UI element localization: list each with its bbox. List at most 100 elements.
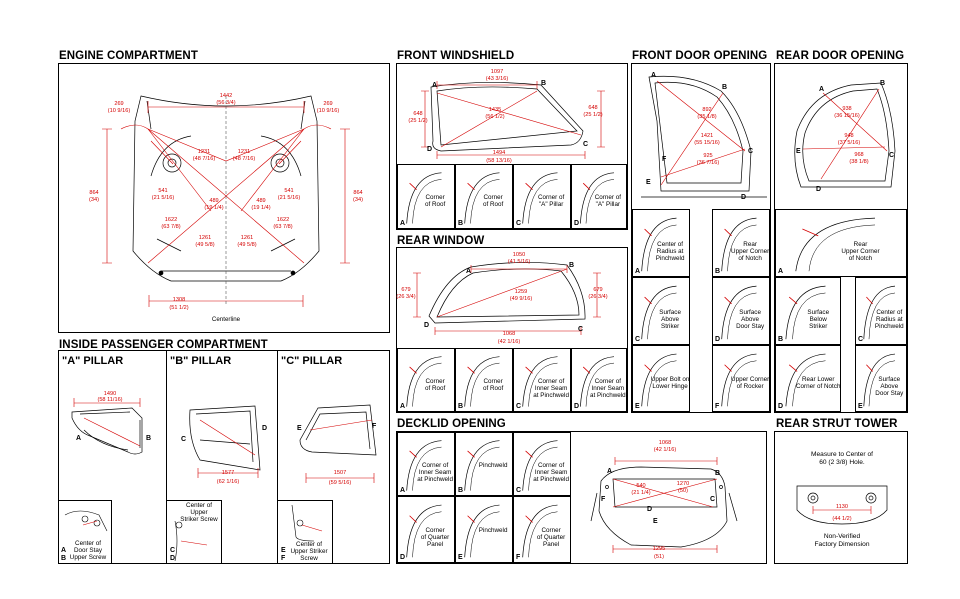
rear-window-point-a: A [466,268,471,275]
b-pillar-detail: Center of Upper Striker Screw C D [166,500,222,564]
engine-dim-left-inch: (34) [89,197,99,203]
front-door-detail-a-caption: Center of Radius at Pinchweld [655,240,685,262]
engine-dim-489r: 489 [256,198,265,204]
c-pillar-detail: Center of Upper Striker Screw E F [277,500,333,564]
windshield-point-a: A [432,82,437,89]
decklid-point-c: C [710,496,715,503]
front-door-point-a: A [651,72,656,79]
front-door-detail-a-drawing [641,217,677,272]
rear-window-point-b: B [569,262,574,269]
rear-window-detail-d-caption: Corner of Inner Seam at Pinchweld [589,377,626,399]
decklid-dim-top: 1068 [659,440,671,446]
engine-dim-1622r-inch: (63 7/8) [273,224,292,230]
windshield-detail-a-letter: A [400,220,406,227]
decklid-detail-c-drawing [522,440,558,491]
rear-door-detail-d-caption: Rear Lower Corner of Notch [796,376,841,391]
windshield-detail-c-letter: C [516,220,522,227]
engine-dim-tr-inch: (10 9/16) [317,108,340,114]
engine-centerline-label: Centerline [212,316,241,323]
front-windshield-panel: 1097 (43 3/16) 648 (25 1/2) 648 (25 1/2)… [396,63,628,230]
decklid-point-d: D [647,506,652,513]
front-door-detail-e-letter: E [635,403,640,410]
engine-dim-right: 864 [353,190,362,196]
engine-dim-tl-inch: (10 9/16) [108,108,131,114]
engine-dim-cl: 1231 [198,149,210,155]
engine-dim-1261r-inch: (49 5/8) [237,242,256,248]
windshield-dim-diag-inch: (56 1/2) [485,114,504,120]
engine-dim-cl-inch: (48 7/16) [193,156,216,162]
front-door-detail-b-letter: B [715,268,721,275]
rear-door-dim-948-inch: (37 5/16) [838,140,861,146]
engine-dim-1261l: 1261 [199,235,211,241]
rear-strut-panel: Measure to Center of 60 (2 3/8) Hole. 11… [774,431,908,564]
rear-window-dim-left-inch: (26 3/4) [396,294,415,300]
engine-compartment-diagram: 1442 (56 3/4) 269 (10 9/16) 269 (10 9/16… [89,93,363,323]
decklid-dim-540-inch: (21 1/4) [631,490,650,496]
front-door-point-e: E [646,179,651,186]
a-pillar-detail-letter-a: A [61,547,67,554]
front-door-detail-b-caption: Rear Upper Corner of Notch [731,240,770,262]
windshield-dim-bottom: 1494 [493,150,505,156]
front-door-detail-d-caption: Surface Above Door Stay [736,308,765,330]
decklid-detail-d-caption: Corner of Quarter Panel [420,527,450,549]
rear-door-detail-c-caption: Center of Radius at Pinchweld [874,308,904,330]
front-door-point-c: C [748,148,753,155]
decklid-detail-d-drawing [406,504,442,558]
rear-window-point-c: C [578,326,583,333]
decklid-diagram: 1068 (42 1/16) 540 (21 1/4) 1270 (50) 12… [590,440,738,560]
front-door-point-b: B [722,84,727,91]
rear-window-detail-a-letter: A [400,403,406,410]
windshield-point-d: D [427,146,432,153]
engine-dim-541r-inch: (21 5/16) [278,195,301,201]
front-door-diagram: 892 (35 1/8) 1421 (55 15/16) 925 (36 7/1… [641,72,767,201]
windshield-dim-diag: 1435 [489,107,501,113]
engine-dim-541l: 541 [158,188,167,194]
decklid-dim-540: 540 [636,483,645,489]
windshield-dim-right-inch: (25 1/2) [583,112,602,118]
decklid-detail-e-caption: Pinchweld [478,527,508,535]
windshield-dim-left-inch: (25 1/2) [408,118,427,124]
decklid-point-e: E [653,518,658,525]
windshield-dim-top: 1097 [491,69,503,75]
c-pillar-detail-caption: Center of Upper Striker Screw [290,541,328,562]
decklid-detail-f-caption: Corner of Quarter Panel [536,527,566,549]
rear-strut-diagram: 1130 (44 1/2) [796,485,888,525]
decklid-title: DECKLID OPENING [397,418,506,430]
front-door-detail-e-drawing [641,353,677,407]
engine-dim-1261l-inch: (49 5/8) [195,242,214,248]
front-door-dim-1421: 1421 [701,133,713,139]
windshield-dim-left: 648 [413,111,422,117]
rear-door-detail-d-letter: D [778,403,784,410]
engine-dim-right-inch: (34) [353,197,363,203]
rear-door-dim-968-inch: (38 1/8) [849,159,868,165]
rear-door-detail-b-drawing [785,285,826,340]
rear-door-detail-a-caption: Rear Upper Corner of Notch [841,240,880,262]
rear-window-detail-a-drawing [406,356,442,407]
rear-window-dim-top-inch: (41 5/16) [508,259,531,265]
rear-door-detail-e-caption: Surface Above Door Stay [875,376,904,398]
engine-dim-tr: 269 [323,101,332,107]
rear-door-point-b: B [880,80,885,87]
windshield-detail-c-caption: Corner of "A" Pillar [537,194,565,209]
rear-door-detail-b-caption: Surface Below Striker [807,308,830,330]
front-door-dim-925-inch: (36 7/16) [697,160,720,166]
a-pillar-detail-caption: Center of Door Stay Upper Screw [69,540,107,561]
front-door-detail-f-caption: Upper Corner of Rocker [731,376,770,391]
front-windshield-title: FRONT WINDSHIELD [397,50,515,62]
b-pillar-title: "B" PILLAR [170,355,232,367]
rear-door-diagram: 938 (36 15/16) 948 (37 5/16) 968 (38 1/8… [794,80,896,193]
